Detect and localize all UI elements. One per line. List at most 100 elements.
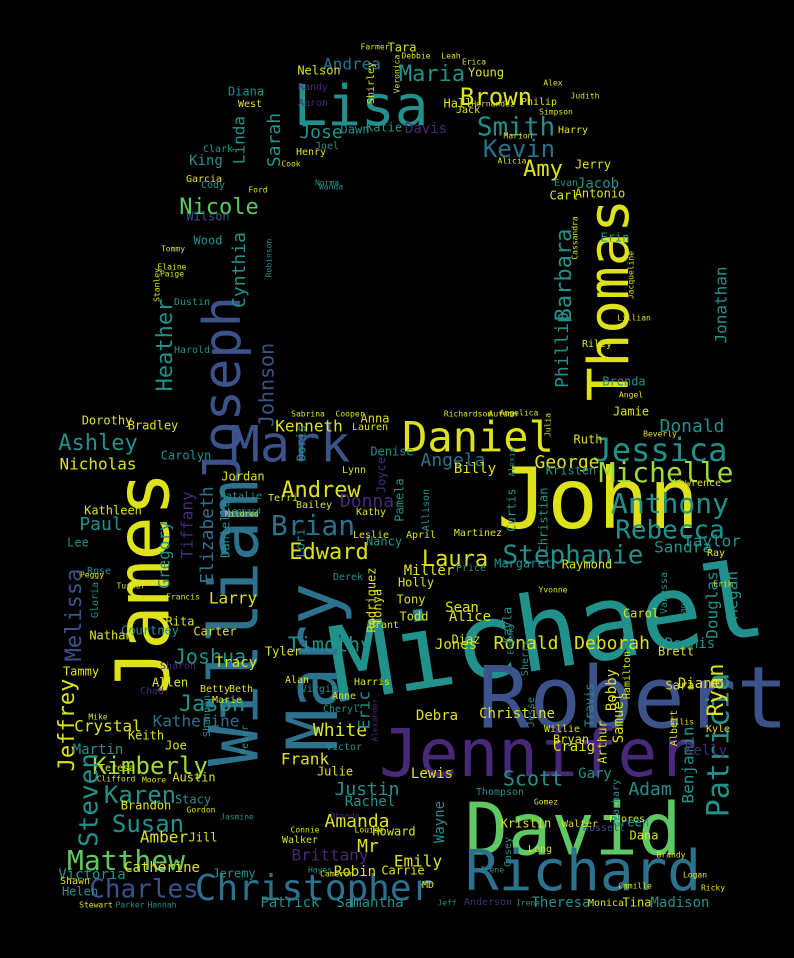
word-jeffrey: Jeffrey bbox=[55, 679, 80, 772]
word-aaron: Aaron bbox=[298, 98, 328, 109]
word-mike: Mike bbox=[88, 713, 107, 722]
word-jill: Jill bbox=[189, 831, 218, 845]
word-turner: Turner bbox=[117, 582, 146, 591]
word-stewart: Stewart bbox=[79, 901, 113, 910]
word-kyle: Kyle bbox=[706, 724, 730, 735]
word-dorothy: Dorothy bbox=[82, 414, 133, 428]
word-zachary: Zachary bbox=[611, 779, 622, 821]
word-virginie: Virginie bbox=[301, 684, 349, 695]
word-ryan: Ryan bbox=[704, 664, 729, 717]
word-kenneth: Kenneth bbox=[275, 417, 342, 436]
word-king: King bbox=[189, 153, 223, 169]
word-cooper: Cooper bbox=[336, 410, 365, 419]
word-carter: Carter bbox=[193, 625, 236, 639]
word-brett: Brett bbox=[658, 645, 694, 659]
word-brenda: Brenda bbox=[602, 375, 645, 389]
word-angelica: Angelica bbox=[500, 409, 539, 418]
word-thompson: Thompson bbox=[476, 787, 524, 798]
word-dennis: Dennis bbox=[665, 636, 716, 652]
word-irene: Irene bbox=[516, 899, 540, 908]
word-charles: Charles bbox=[89, 875, 199, 905]
word-kathy: Kathy bbox=[356, 507, 386, 518]
word-melissa: Melissa bbox=[62, 569, 87, 662]
word-raymond: Raymond bbox=[562, 558, 613, 572]
word-shannon: Shannon bbox=[202, 695, 213, 737]
word-riley: Riley bbox=[582, 339, 612, 350]
word-russell: Russell bbox=[583, 823, 625, 834]
word-lawrence: Lawrence bbox=[673, 478, 721, 489]
word-bryan: Bryan bbox=[553, 733, 589, 747]
word-adam: Adam bbox=[628, 779, 671, 800]
word-tommy: Tommy bbox=[161, 245, 185, 254]
word-joseph: Joseph bbox=[193, 296, 253, 484]
word-clifford: Clifford bbox=[97, 775, 136, 784]
word-bradley: Bradley bbox=[128, 419, 179, 433]
word-christian: Christian bbox=[537, 487, 551, 552]
word-jordan: Jordan bbox=[221, 470, 264, 484]
word-david: David bbox=[465, 788, 682, 872]
word-anthony: Anthony bbox=[611, 487, 729, 520]
word-robin: Robin bbox=[334, 864, 376, 880]
word-susan: Susan bbox=[112, 810, 184, 838]
word-martinez: Martinez bbox=[454, 528, 502, 539]
word-ellis: Ellis bbox=[670, 718, 694, 727]
word-hayes: Hayes bbox=[308, 866, 332, 875]
word-dustin: Dustin bbox=[174, 297, 210, 308]
word-victor: Victor bbox=[326, 742, 362, 753]
word-victoria: Victoria bbox=[58, 867, 125, 883]
word-gregory: Gregory bbox=[155, 521, 174, 589]
word-rita: Rita bbox=[166, 615, 195, 629]
word-philip: Philip bbox=[521, 97, 557, 108]
word-danielle: Danielle bbox=[219, 500, 233, 558]
word-peggy: Peggy bbox=[80, 571, 104, 580]
word-terri: Terri bbox=[268, 493, 298, 504]
word-joyce: Joyce bbox=[375, 457, 389, 493]
word-kimberly: Kimberly bbox=[92, 752, 208, 780]
word-arthur: Arthur bbox=[596, 720, 610, 763]
word-april: April bbox=[406, 530, 436, 541]
word-nicholas: Nicholas bbox=[59, 455, 136, 474]
word-margaret: Margaret bbox=[494, 557, 552, 571]
word-paul: Paul bbox=[79, 514, 122, 535]
word-phillip: Phillip bbox=[552, 312, 573, 388]
word-ricky: Ricky bbox=[701, 884, 725, 893]
word-hamilton: Hamilton bbox=[622, 651, 633, 699]
word-jacob: Jacob bbox=[577, 176, 619, 192]
word-miller: Miller bbox=[404, 563, 455, 579]
word-jasmine: Jasmine bbox=[220, 813, 254, 822]
word-barbara: Barbara bbox=[552, 229, 577, 322]
word-erik: Erik bbox=[713, 580, 732, 589]
word-larry: Larry bbox=[209, 589, 258, 608]
word-jamie: Jamie bbox=[613, 405, 649, 419]
word-stacy: Stacy bbox=[175, 793, 211, 807]
word-maria: Maria bbox=[399, 62, 465, 87]
word-thomas: Thomas bbox=[577, 199, 642, 401]
word-robinson: Robinson bbox=[265, 239, 274, 278]
word-mark: Mark bbox=[230, 416, 350, 474]
word-randy: Randy bbox=[298, 82, 328, 93]
word-tammy: Tammy bbox=[63, 665, 99, 679]
word-price: Price bbox=[456, 563, 486, 574]
word-jesse: Jesse bbox=[526, 697, 537, 727]
word-stanley: Stanley bbox=[153, 268, 162, 302]
word-gary: Gary bbox=[578, 766, 612, 782]
word-samantha: Samantha bbox=[336, 895, 403, 911]
word-betty: Betty bbox=[200, 684, 230, 695]
word-wanda: Wanda bbox=[319, 183, 343, 192]
word-mr: Mr bbox=[357, 836, 379, 857]
word-catherine: Catherine bbox=[124, 860, 200, 876]
word-holly: Holly bbox=[398, 576, 434, 590]
word-yvonne: Yvonne bbox=[539, 586, 568, 595]
word-theresa: Theresa bbox=[531, 895, 590, 911]
word-harry: Harry bbox=[558, 125, 588, 136]
word-veronica: Veronica bbox=[393, 55, 402, 94]
word-tony: Tony bbox=[397, 593, 426, 607]
word-tiffany: Tiffany bbox=[178, 491, 197, 559]
word-jason: Jason bbox=[179, 692, 245, 717]
word-dana: Dana bbox=[630, 829, 659, 843]
word-paige: Paige bbox=[160, 270, 184, 279]
word-rachel: Rachel bbox=[345, 794, 396, 810]
word-kristin: Kristin bbox=[501, 817, 552, 831]
word-derek: Derek bbox=[333, 572, 363, 583]
word-connie: Connie bbox=[291, 826, 320, 835]
